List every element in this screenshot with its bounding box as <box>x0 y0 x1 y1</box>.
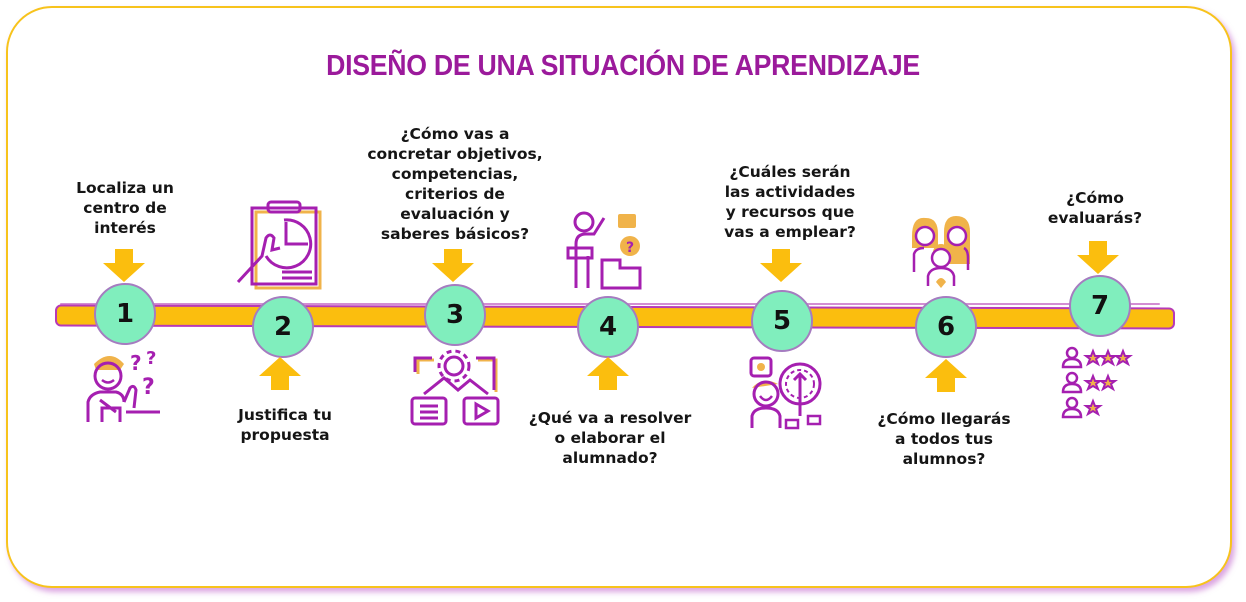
step-6-label-line: a todos tus <box>895 430 993 448</box>
step-4-label-line: alumnado? <box>562 449 658 467</box>
step-5-label-line: las actividades <box>724 183 856 201</box>
step-5-label: ¿Cuáles serán las actividades y recursos… <box>705 162 875 242</box>
step-3-label: ¿Cómo vas a concretar objetivos, compete… <box>355 124 555 244</box>
step-3-label-line: ¿Cómo vas a <box>400 125 510 143</box>
step-6-label-line: alumnos? <box>902 450 986 468</box>
diagram-frame <box>6 6 1232 588</box>
svg-text:?: ? <box>130 351 142 375</box>
step-4-number: 4 <box>598 312 618 342</box>
thinking-student-icon: ? ? ? <box>86 350 160 422</box>
user-rating-3-stars <box>1061 346 1133 369</box>
step-2-node: 2 <box>252 296 314 358</box>
step-1-label: Localiza un centro de interés <box>60 178 190 238</box>
step-4-label: ¿Qué va a resolver o elaborar el alumnad… <box>520 408 700 468</box>
step-5-node: 5 <box>751 290 813 352</box>
rating-users-icon <box>1061 346 1133 419</box>
student-group-icon <box>912 216 970 288</box>
step-6-label-line: ¿Cómo llegarás <box>877 410 1011 428</box>
step-7-label-line: evaluarás? <box>1047 209 1143 227</box>
step-4-node: 4 <box>577 296 639 358</box>
report-chart-icon <box>236 200 322 290</box>
user-rating-1-star <box>1061 396 1103 419</box>
arrow-up-icon <box>587 357 629 390</box>
step-1-node: 1 <box>94 283 156 345</box>
step-6-number: 6 <box>936 312 956 342</box>
arrow-down-icon <box>432 249 474 282</box>
step-5-number: 5 <box>772 306 792 336</box>
step-1-label-line: interés <box>94 219 156 237</box>
strategy-person-icon <box>749 356 822 430</box>
step-5-label-line: ¿Cuáles serán <box>729 163 851 181</box>
step-3-label-line: concretar objetivos, <box>367 145 543 163</box>
arrow-up-icon <box>925 359 967 392</box>
step-4-label-line: ¿Qué va a resolver <box>528 409 692 427</box>
step-7-label-line: ¿Cómo <box>1066 189 1124 207</box>
step-6-node: 6 <box>915 296 977 358</box>
step-1-label-line: Localiza un <box>76 179 174 197</box>
step-2-number: 2 <box>273 312 293 342</box>
step-3-node: 3 <box>424 284 486 346</box>
step-3-label-line: competencias, <box>391 165 519 183</box>
step-2-label-line: propuesta <box>240 426 330 444</box>
step-4-label-line: o elaborar el <box>554 429 666 447</box>
arrow-up-icon <box>259 357 301 390</box>
step-3-number: 3 <box>445 300 465 330</box>
step-3-label-line: evaluación y <box>400 205 510 223</box>
multimedia-content-icon <box>410 349 500 426</box>
step-2-label: Justifica tu propuesta <box>220 405 350 445</box>
step-1-number: 1 <box>115 299 135 329</box>
step-5-label-line: vas a emplear? <box>724 223 856 241</box>
svg-text:?: ? <box>626 240 634 256</box>
puzzle-problem-icon: ? <box>566 211 642 290</box>
svg-text:?: ? <box>142 375 155 400</box>
svg-text:?: ? <box>146 350 156 369</box>
step-7-number: 7 <box>1090 291 1110 321</box>
step-6-label: ¿Cómo llegarás a todos tus alumnos? <box>862 409 1026 469</box>
step-7-label: ¿Cómo evaluarás? <box>1030 188 1160 228</box>
arrow-down-icon <box>760 249 802 282</box>
diagram-title: DISEÑO DE UNA SITUACIÓN DE APRENDIZAJE <box>326 50 920 82</box>
step-1-label-line: centro de <box>83 199 167 217</box>
user-rating-2-stars <box>1061 371 1118 394</box>
step-3-label-line: criterios de <box>405 185 505 203</box>
step-7-node: 7 <box>1069 275 1131 337</box>
step-3-label-line: saberes básicos? <box>380 225 530 243</box>
step-5-label-line: y recursos que <box>725 203 855 221</box>
step-2-label-line: Justifica tu <box>238 406 332 424</box>
arrow-down-icon <box>1077 241 1119 274</box>
arrow-down-icon <box>103 249 145 282</box>
